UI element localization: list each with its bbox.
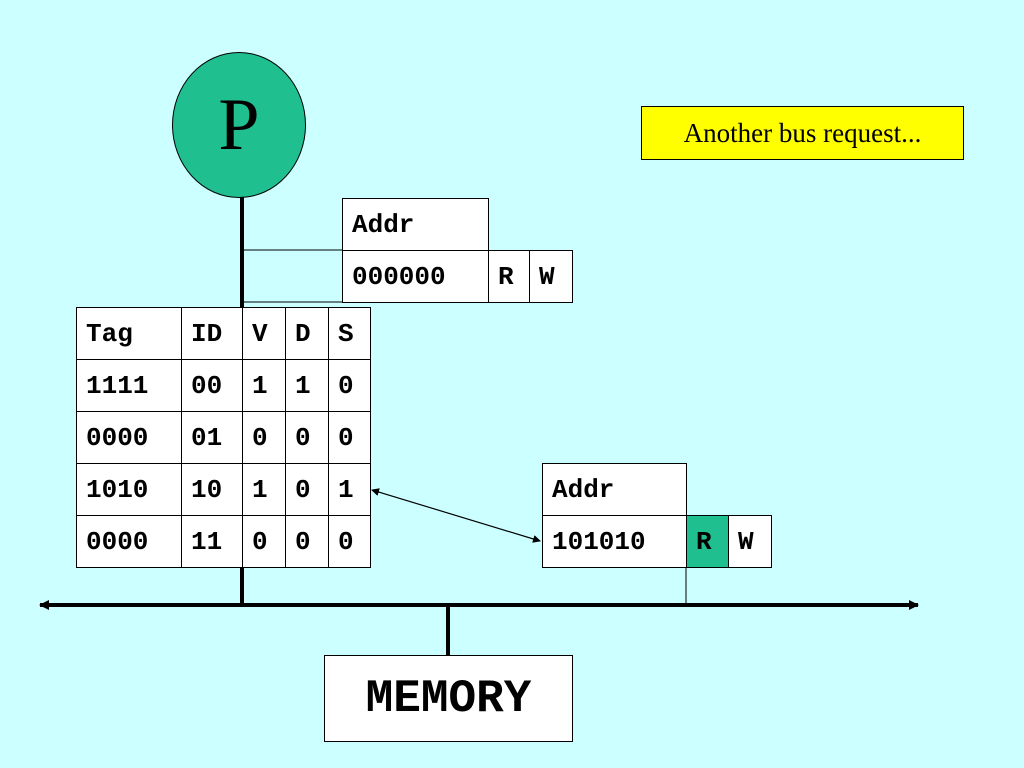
bus-request-right: Addr 101010 R W: [542, 463, 772, 568]
cache-header-cell: ID: [181, 307, 243, 360]
callout-box: Another bus request...: [641, 106, 964, 160]
bus-request-top-w: W: [529, 250, 573, 303]
bus-request-right-header: Addr: [542, 463, 687, 516]
cache-cell: 0: [242, 411, 286, 464]
cache-cell: 10: [181, 463, 243, 516]
cache-cell: 1: [328, 463, 371, 516]
cache-header-cell: D: [285, 307, 329, 360]
callout-text: Another bus request...: [683, 117, 922, 148]
cache-header-cell: Tag: [76, 307, 182, 360]
cache-cell: 0: [285, 463, 329, 516]
cache-cell: 0000: [76, 515, 182, 568]
cache-cell: 1: [285, 359, 329, 412]
match-arrow: [371, 488, 541, 543]
cache-row: 1010 10 1 0 1: [76, 463, 371, 516]
cache-cell: 0: [328, 359, 371, 412]
cache-row: 0000 11 0 0 0: [76, 515, 371, 568]
memory-label: MEMORY: [365, 672, 532, 725]
processor-node: P: [172, 52, 306, 198]
cache-cell: 1010: [76, 463, 182, 516]
cache-header-cell: V: [242, 307, 286, 360]
bus-request-top-header: Addr: [342, 198, 489, 251]
cache-cell: 1111: [76, 359, 182, 412]
cache-cell: 00: [181, 359, 243, 412]
cache-row: 1111 00 1 1 0: [76, 359, 371, 412]
cache-cell: 0: [328, 515, 371, 568]
cache-cell: 01: [181, 411, 243, 464]
cache-cell: 0: [328, 411, 371, 464]
cache-cell: 1: [242, 359, 286, 412]
bus-request-top-addr: 000000: [342, 250, 489, 303]
cache-row: 0000 01 0 0 0: [76, 411, 371, 464]
cache-cell: 0: [242, 515, 286, 568]
cache-cell: 11: [181, 515, 243, 568]
cache-header-row: Tag ID V D S: [76, 307, 371, 360]
cache-cell: 0: [285, 515, 329, 568]
cache-cell: 0: [285, 411, 329, 464]
cache-cell: 1: [242, 463, 286, 516]
bus-request-right-w: W: [728, 515, 772, 568]
cache-cell: 0000: [76, 411, 182, 464]
bus-request-right-r: R: [686, 515, 729, 568]
cache-header-cell: S: [328, 307, 371, 360]
bus-request-top: Addr 000000 R W: [342, 198, 573, 303]
cache-table: Tag ID V D S 1111 00 1 1 0 0000 01 0 0 0…: [76, 307, 371, 568]
bus-request-right-addr: 101010: [542, 515, 687, 568]
bus-request-top-r: R: [488, 250, 530, 303]
processor-label: P: [218, 84, 260, 166]
memory-box: MEMORY: [324, 655, 573, 742]
